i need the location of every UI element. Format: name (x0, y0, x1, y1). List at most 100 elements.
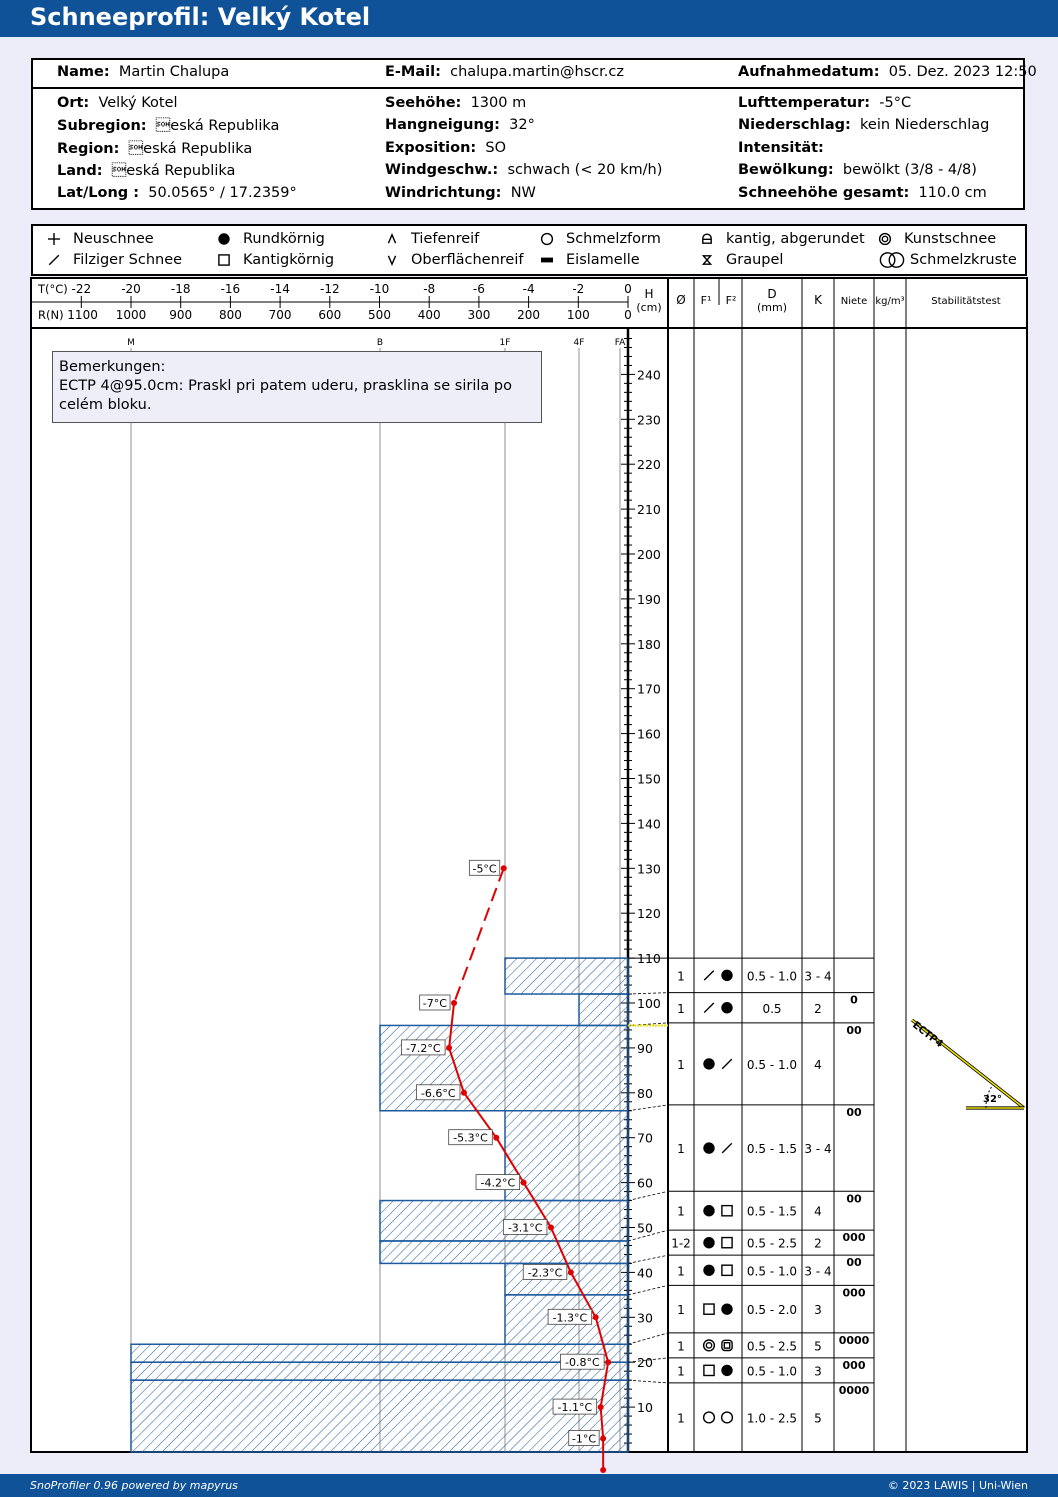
temperature-point (451, 1000, 458, 1006)
slash-icon (703, 1002, 715, 1014)
slash (721, 1058, 733, 1070)
temperature-label-box (560, 1353, 605, 1370)
filled-circle-icon (721, 969, 733, 982)
temperature-label-box (415, 1084, 461, 1101)
cell-size: 0.5 - 1.5 (747, 1205, 797, 1219)
resistance-tick-label: 900 (169, 308, 192, 322)
double-square-icon (721, 1339, 733, 1352)
layer-bar (379, 1240, 629, 1265)
graupel-icon (701, 255, 713, 265)
dot (703, 1205, 715, 1217)
temperature-label: -1°C (572, 1433, 596, 1446)
title-bar: Schneeprofil: Velký Kotel (0, 0, 1058, 37)
rounded-square-icon (702, 233, 712, 244)
square (218, 254, 230, 266)
slash (721, 1142, 733, 1154)
cell-hardness: 2 (814, 1237, 822, 1251)
double-circle-icon (878, 232, 892, 246)
hand-hardness-label: 4F (574, 338, 585, 348)
legend-item: Oberflächenreif (383, 252, 524, 268)
ring-a (879, 252, 896, 268)
cell-niete: 0 (850, 994, 858, 1007)
ring-inner (881, 235, 889, 243)
open-square-icon (218, 254, 230, 266)
legend-label: Filziger Schnee (73, 252, 183, 268)
filled-circle-icon (703, 1236, 715, 1249)
temperature-point (460, 1089, 467, 1096)
layer-bar (504, 1110, 629, 1202)
filled-circle-icon (703, 1264, 715, 1276)
temp-tick-label: -8 (423, 282, 435, 296)
temperature-label: -5°C (472, 862, 496, 875)
legend-item: Tiefenreif (383, 231, 479, 247)
square (721, 1204, 733, 1217)
row-connector (627, 1357, 669, 1363)
temp-tick-label: 0 (624, 282, 632, 296)
f1-header: F¹ (701, 294, 712, 307)
cell-hardness: 3 (814, 1303, 822, 1317)
row-connector (627, 1254, 669, 1264)
row-connector (627, 1229, 669, 1242)
open-circle-icon (702, 1411, 716, 1424)
height-tick-label: 220 (637, 457, 661, 472)
field-windgeschw: Windgeschw.: schwach (< 20 km/h) (385, 162, 663, 178)
hand-hardness-label: M (127, 338, 135, 348)
field-ort: Ort: Velký Kotel (57, 95, 178, 111)
temperature-label: -5.3°C (453, 1132, 488, 1145)
temperature-label-box (475, 1174, 521, 1190)
height-tick-label: 50 (637, 1221, 653, 1236)
temperature-segment (448, 1047, 465, 1094)
filled-circle-icon (703, 1142, 715, 1154)
temperature-point (493, 1134, 500, 1141)
cell-niete: 0000 (839, 1384, 870, 1397)
temp-tick-label: -16 (221, 282, 241, 296)
field-intensitaet: Intensität: (738, 140, 824, 156)
dot (703, 1264, 715, 1276)
temp-axis-label: T(°C) (37, 282, 68, 296)
legend-label: Kantigkörnig (243, 252, 335, 268)
slash-icon (703, 970, 715, 981)
height-header: H (644, 287, 653, 301)
temperature-label-box (552, 1398, 598, 1415)
cell-wetness: 1 (677, 1264, 685, 1278)
field-niederschlag: Niederschlag: kein Niederschlag (738, 117, 990, 133)
rounded-square-icon (702, 233, 712, 244)
temperature-point (597, 1404, 604, 1411)
size-unit: (mm) (757, 301, 787, 314)
field-date: Aufnahmedatum: 05. Dez. 2023 12:50 (738, 64, 1037, 80)
cell-wetness: 1-2 (671, 1237, 691, 1251)
ring (720, 1411, 734, 1424)
cell-wetness: 1 (677, 1058, 685, 1072)
legend-item: Kunstschnee (876, 231, 996, 247)
field-windrichtung: Windrichtung: NW (385, 185, 536, 201)
legend-item: Neuschnee (45, 231, 154, 247)
cell-niete: 000 (843, 1286, 866, 1299)
temperature-label-box (568, 1430, 600, 1446)
height-tick-label: 90 (637, 1041, 653, 1056)
slash (703, 1002, 715, 1014)
dot (703, 1236, 715, 1249)
niete-header: Niete (841, 296, 867, 307)
row-connector (627, 1379, 669, 1384)
cell-niete: 00 (846, 1192, 862, 1205)
dot (721, 1303, 733, 1315)
height-tick-label: 170 (637, 682, 661, 697)
field-latlong: Lat/Long : 50.0565° / 17.2359° (57, 185, 297, 201)
cell-niete: 0000 (839, 1334, 870, 1347)
graupel-icon (701, 255, 713, 265)
legend-item: Schmelzkruste (876, 252, 1017, 268)
open-square-icon (703, 1364, 715, 1377)
cell-size: 0.5 - 1.0 (747, 969, 797, 983)
cell-niete: 00 (846, 1106, 862, 1119)
cell-hardness: 3 - 4 (804, 969, 831, 983)
cell-size: 0.5 - 2.0 (747, 1303, 797, 1317)
double-circle-icon (702, 1339, 716, 1352)
temperature-label: -7.2°C (406, 1042, 441, 1055)
field-hangneigung: Hangneigung: 32° (385, 117, 535, 133)
open-square-icon (721, 1236, 733, 1249)
filled-circle-icon (218, 233, 230, 245)
filled-circle-icon (703, 1058, 715, 1070)
height-tick-label: 70 (637, 1131, 653, 1146)
temperature-point (600, 1466, 607, 1473)
resistance-tick-label: 1000 (116, 308, 147, 322)
